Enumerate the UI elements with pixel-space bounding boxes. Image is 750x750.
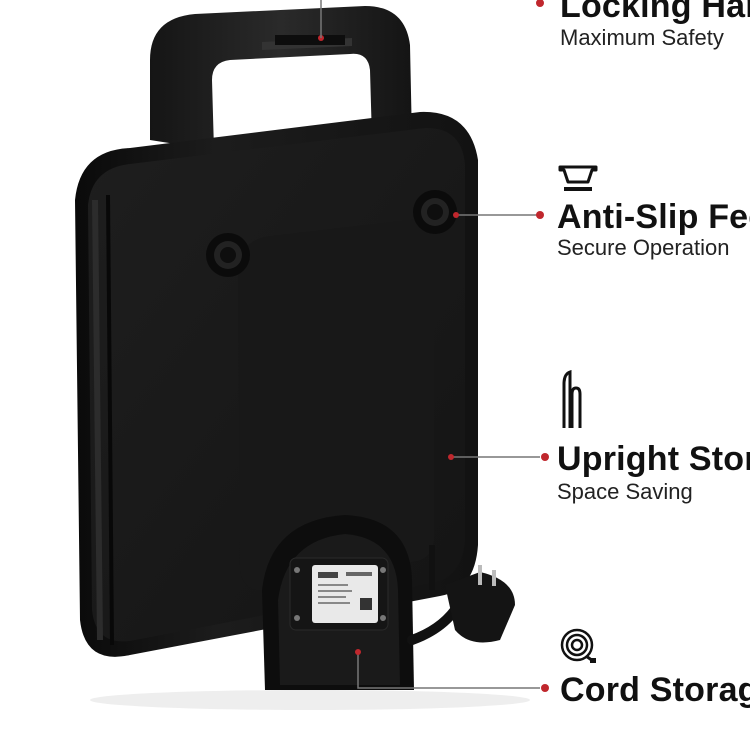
anti-slip-foot — [206, 233, 250, 277]
leader-line-cord — [357, 652, 540, 689]
sandwich-maker-body — [75, 111, 478, 657]
feature-title-locking-handle: Locking Hang — [560, 0, 750, 25]
cord-storage-housing — [262, 515, 414, 690]
callout-lines — [320, 0, 540, 689]
dot-cord-start — [355, 649, 361, 655]
dot-cord-end — [541, 684, 549, 692]
feature-subtitle-anti-slip-feet: Secure Operation — [557, 235, 730, 260]
feature-title-upright-storage: Upright Stor — [557, 440, 750, 478]
feature-subtitle-upright-storage: Space Saving — [557, 479, 693, 504]
anti-slip-feet-icon — [558, 165, 598, 191]
callout-dots — [355, 0, 549, 692]
dot-feet-end — [536, 211, 544, 219]
dot-handle-end — [536, 0, 544, 7]
cord-storage-icon — [560, 628, 596, 663]
feature-subtitle-locking-handle: Maximum Safety — [560, 25, 724, 50]
anti-slip-foot — [413, 190, 457, 234]
locking-handle — [150, 6, 412, 150]
feature-title-anti-slip-feet: Anti-Slip Fee — [557, 198, 750, 236]
dot-upright-start — [448, 454, 454, 460]
dot-feet-start — [453, 212, 459, 218]
power-plug — [407, 545, 515, 645]
feature-title-cord-storage: Cord Storag — [560, 671, 750, 709]
upright-storage-icon — [562, 370, 582, 428]
dot-upright-end — [541, 453, 549, 461]
